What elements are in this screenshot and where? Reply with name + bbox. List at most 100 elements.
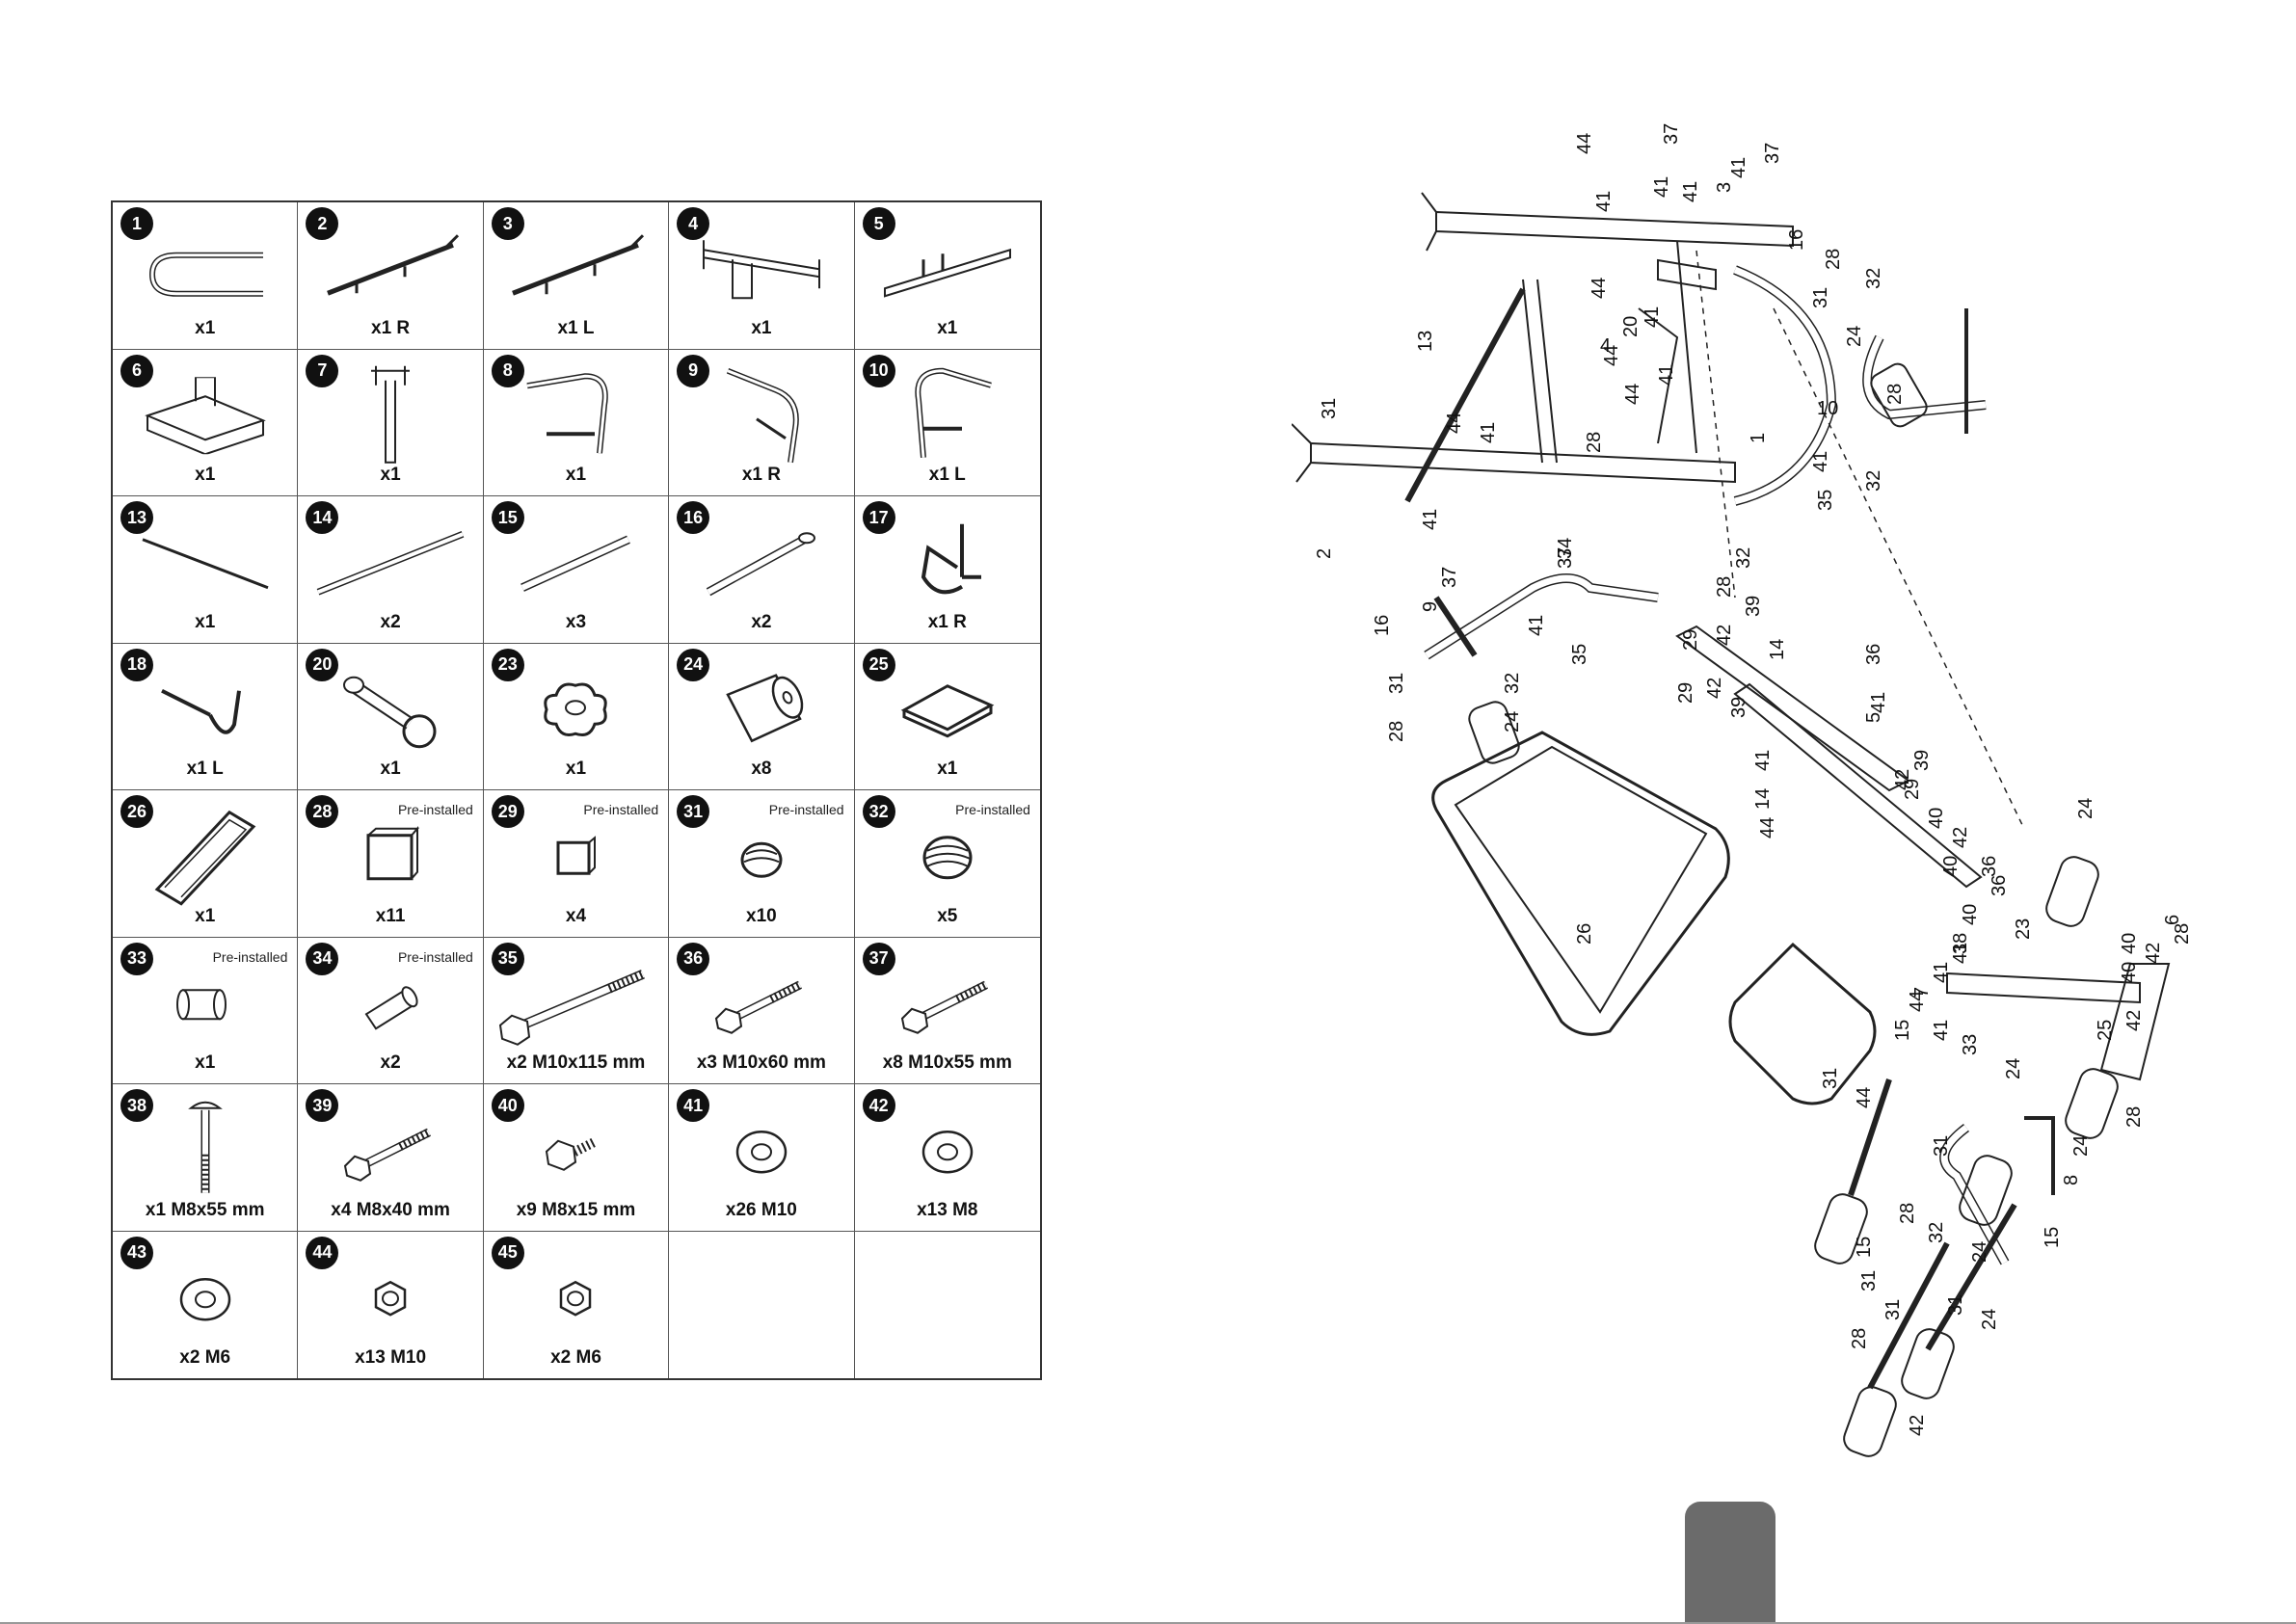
callout-label: 44 (1757, 817, 1778, 839)
part-number-badge: 42 (862, 1089, 895, 1122)
callout-label: 36 (1979, 856, 2000, 877)
callout-label: 42 (1950, 827, 1971, 848)
callout-label: 38 (1950, 933, 1971, 954)
part-quantity: x1 M8x55 mm (145, 1199, 265, 1220)
bolt-icon (337, 1118, 443, 1190)
callout-label: 31 (1882, 1299, 1904, 1320)
callout-label: 31 (1319, 398, 1340, 419)
part-quantity: x4 M8x40 mm (331, 1199, 450, 1220)
part-number-badge: 23 (491, 648, 524, 681)
callout-label: 20 (1620, 316, 1642, 337)
callout-label: 24 (1844, 326, 1865, 347)
part-quantity: x1 L (186, 759, 224, 779)
callout-label: 13 (1415, 331, 1436, 352)
callout-label: 24 (2075, 798, 2096, 819)
callout-label: 28 (1897, 1203, 1918, 1224)
square-end-cap-icon (357, 824, 424, 896)
part-number-badge: 29 (491, 795, 524, 828)
part-number-badge: 43 (120, 1236, 153, 1269)
callout-label: 35 (1815, 490, 1836, 511)
part-quantity: x8 M10x55 mm (882, 1052, 1012, 1073)
part-quantity: x1 (195, 611, 216, 632)
callout-label: 41 (1526, 615, 1547, 636)
empty-cell (855, 1232, 1040, 1379)
seat-rail-icon (875, 230, 1020, 312)
part-number-badge: 39 (306, 1089, 339, 1122)
callout-label: 26 (1574, 923, 1595, 945)
callout-label: 32 (1733, 547, 1754, 569)
part-quantity: x3 M10x60 mm (696, 1052, 826, 1073)
lock-nut-icon (547, 1270, 604, 1333)
callout-label: 15 (1892, 1020, 1913, 1041)
part-quantity: x2 M6 (550, 1347, 601, 1368)
part-quantity: x1 R (371, 317, 411, 338)
short-bolt-icon (537, 1118, 614, 1190)
preinstalled-note: Pre-installed (955, 802, 1030, 817)
callout-label: 40 (1960, 904, 1981, 925)
post-icon (361, 361, 419, 472)
part-number-badge: 44 (306, 1236, 339, 1269)
part-number-badge: 36 (677, 942, 710, 975)
callout-label: 28 (1884, 384, 1906, 405)
part-quantity: x1 (751, 317, 772, 338)
callout-label: 39 (1911, 750, 1933, 771)
callout-label: 44 (1907, 991, 1928, 1012)
part-number-badge: 38 (120, 1089, 153, 1122)
callout-label: 16 (1786, 229, 1807, 251)
part-quantity: x5 (937, 905, 958, 926)
callout-label: 29 (1902, 779, 1923, 800)
part-quantity: x1 (937, 317, 958, 338)
callout-label: 1 (1748, 433, 1769, 443)
left-rail-icon (503, 230, 648, 312)
part-quantity: x1 (937, 759, 958, 779)
callout-label: 24 (1969, 1241, 1990, 1263)
callout-label: 42 (2143, 943, 2164, 964)
callout-label: 37 (1439, 567, 1460, 588)
part-number-badge: 24 (677, 648, 710, 681)
callout-label: 41 (1931, 962, 1952, 983)
bolt-icon (894, 971, 1001, 1043)
callout-label: 29 (1675, 682, 1696, 704)
part-number-badge: 35 (491, 942, 524, 975)
part-number-badge: 28 (306, 795, 339, 828)
callout-label: 41 (1593, 191, 1615, 212)
page-tab (1685, 1502, 1775, 1624)
pin-with-ring-icon (333, 666, 448, 758)
part-quantity: x1 R (927, 611, 967, 632)
callout-label: 24 (2070, 1135, 2092, 1157)
part-quantity: x11 (375, 905, 406, 926)
part-quantity: x9 M8x15 mm (516, 1199, 636, 1220)
callout-label: 28 (1823, 249, 1844, 270)
callout-label: 25 (2095, 1020, 2116, 1041)
callout-label: 41 (1656, 364, 1677, 386)
part-number-badge: 9 (677, 354, 710, 387)
part-number-badge: 45 (491, 1236, 524, 1269)
callout-label: 41 (1950, 943, 1971, 964)
part-quantity: x1 (380, 465, 401, 485)
long-tube-icon (308, 524, 472, 606)
callout-label: 41 (1868, 692, 1889, 713)
part-quantity: x2 (751, 611, 772, 632)
part-number-badge: 6 (120, 354, 153, 387)
callout-label: 28 (1386, 721, 1407, 742)
preinstalled-note: Pre-installed (212, 948, 288, 965)
preinstalled-note: Pre-installed (583, 802, 659, 817)
callout-label: 41 (1810, 451, 1831, 472)
